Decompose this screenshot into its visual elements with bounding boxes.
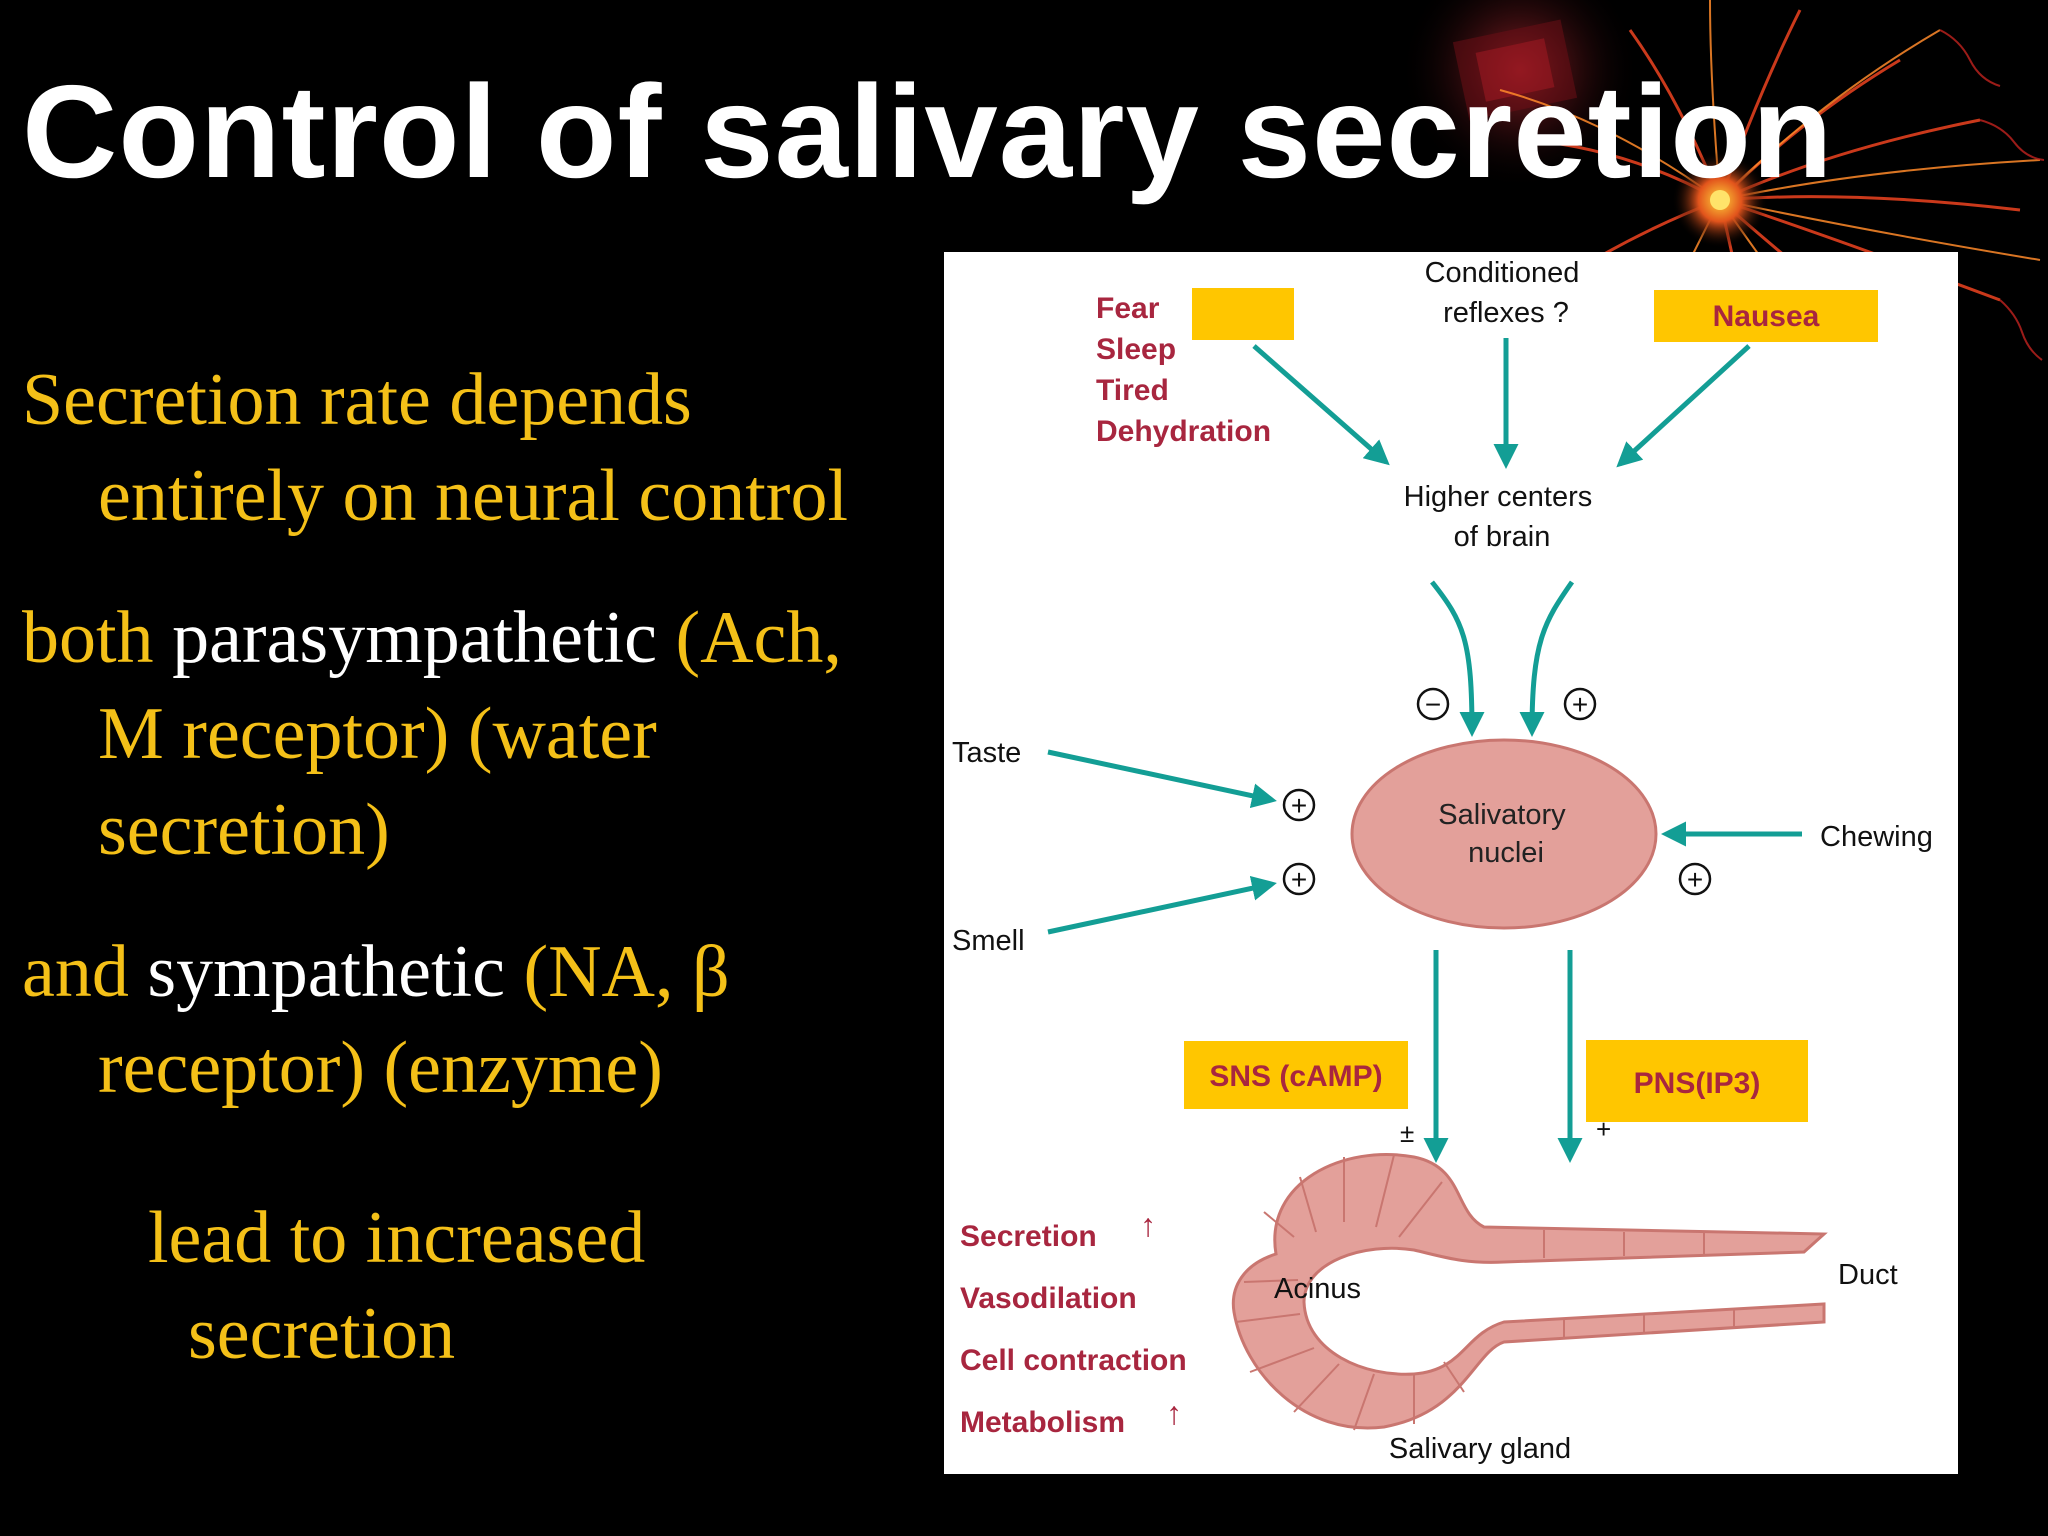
effect-cell-contraction: Cell contraction xyxy=(960,1344,1187,1377)
higher-centers-label: Higher centers of brain xyxy=(1404,481,1601,553)
conditioned-reflexes-label: Conditioned reflexes ? xyxy=(1425,257,1588,329)
higher-influences-label: Fear Sleep Tired Dehydration xyxy=(1096,292,1271,448)
effect-secretion: Secretion xyxy=(960,1220,1097,1253)
arrow-brain-inhibit xyxy=(1430,580,1485,737)
effect-vasodilation: Vasodilation xyxy=(960,1282,1137,1315)
minus-sign: − xyxy=(1416,687,1450,721)
svg-text:−: − xyxy=(1425,689,1441,720)
bullet-text: (Ach, M receptor) (water secretion) xyxy=(98,597,842,871)
plus-sign-smell: + xyxy=(1282,862,1316,896)
bullet-sympathetic: and sympathetic (NA, β receptor) (enzyme… xyxy=(22,924,922,1116)
svg-text:+: + xyxy=(1291,864,1307,895)
nausea-label: Nausea xyxy=(1713,300,1820,333)
arrow-nausea-to-brain xyxy=(1616,344,1751,468)
sns-sign: ± xyxy=(1400,1118,1414,1148)
fear-highlight-box xyxy=(1192,288,1294,340)
chewing-label: Chewing xyxy=(1820,821,1933,853)
arrow-taste-to-nuclei xyxy=(1047,749,1277,809)
bullet-increased-secretion: lead to increased secretion xyxy=(22,1190,922,1382)
slide-title: Control of salivary secretion xyxy=(22,58,1834,205)
salivary-gland-label: Salivary gland xyxy=(1389,1433,1571,1465)
svg-text:+: + xyxy=(1687,864,1703,895)
bullet-highlight: sympathetic xyxy=(147,931,524,1013)
up-arrow-icon: ↑ xyxy=(1140,1207,1156,1243)
svg-text:+: + xyxy=(1291,790,1307,821)
salivary-gland-drawing xyxy=(1231,1152,1828,1431)
duct-label: Duct xyxy=(1838,1259,1898,1291)
plus-sign-brain: + xyxy=(1563,687,1597,721)
arrow-brain-excite xyxy=(1519,580,1575,737)
sns-label: SNS (cAMP) xyxy=(1209,1060,1382,1093)
svg-text:+: + xyxy=(1572,689,1588,720)
pns-label: PNS(IP3) xyxy=(1634,1067,1761,1100)
up-arrow-icon: ↑ xyxy=(1166,1395,1182,1431)
bullet-highlight: parasympathetic xyxy=(172,597,676,679)
salivatory-nuclei xyxy=(1350,738,1658,930)
bullet-parasympathetic: both parasympathetic (Ach, M receptor) (… xyxy=(22,590,922,878)
sns-box xyxy=(1184,1041,1408,1109)
bullet-text: (NA, β receptor) (enzyme) xyxy=(98,931,730,1109)
pns-box xyxy=(1586,1040,1808,1122)
arrow-smell-to-nuclei xyxy=(1047,875,1277,935)
smell-label: Smell xyxy=(952,925,1025,957)
effect-metabolism: Metabolism xyxy=(960,1406,1125,1439)
acinus-label: Acinus xyxy=(1274,1273,1361,1305)
taste-label: Taste xyxy=(952,737,1021,769)
pns-sign: + xyxy=(1596,1114,1611,1144)
salivatory-nuclei-label: Salivatory nuclei xyxy=(1438,799,1573,869)
arrow-fear-to-brain xyxy=(1252,344,1390,466)
salivary-control-diagram: Fear Sleep Tired Dehydration Conditioned… xyxy=(944,252,1958,1474)
plus-sign-taste: + xyxy=(1282,788,1316,822)
bullet-list: Secretion rate depends entirely on neura… xyxy=(22,352,922,1428)
bullet-text: and xyxy=(22,931,148,1013)
bullet-text: both xyxy=(22,597,173,679)
bullet-neural-control: Secretion rate depends entirely on neura… xyxy=(22,352,922,544)
plus-sign-chewing: + xyxy=(1678,862,1712,896)
nausea-box xyxy=(1654,290,1878,342)
bullet-text: Secretion rate depends entirely on neura… xyxy=(22,359,849,537)
bullet-text: lead to increased secretion xyxy=(148,1197,646,1375)
